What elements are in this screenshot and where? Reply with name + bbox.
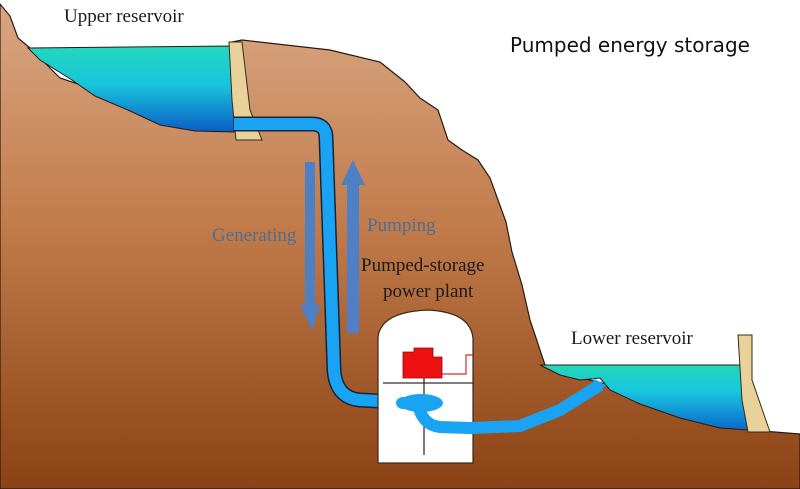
lower-dam [737, 334, 771, 433]
upper-dam [228, 41, 263, 141]
powerhouse-cavern [377, 309, 474, 464]
lower-reservoir-label: Lower reservoir [571, 328, 694, 349]
turbine-icon [399, 394, 443, 412]
pumping-label: Pumping [367, 215, 436, 236]
generator-icon [402, 347, 443, 379]
plant-label-line2: power plant [383, 281, 474, 302]
pumping-arrow [341, 160, 365, 333]
power-line [442, 354, 473, 375]
generating-arrow [300, 162, 320, 330]
generating-label: Generating [212, 225, 297, 246]
upper-reservoir-label: Upper reservoir [64, 6, 184, 27]
diagram-title: Pumped energy storage [510, 33, 750, 57]
tailrace-outlet [592, 378, 606, 394]
plant-label-line1: Pumped-storage [361, 255, 484, 276]
